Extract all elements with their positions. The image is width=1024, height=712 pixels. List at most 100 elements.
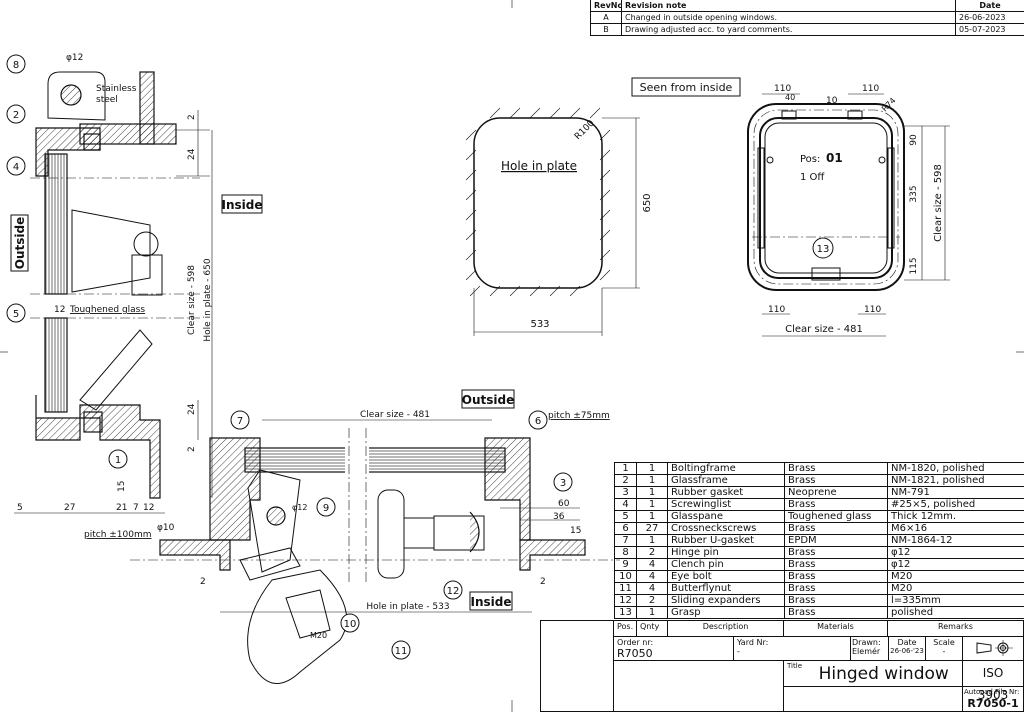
- part-remarks: φ12: [887, 558, 1024, 571]
- part-pos: 10: [614, 570, 637, 583]
- grasp: [811, 267, 841, 281]
- revision-note: Changed in outside opening windows.: [621, 11, 956, 24]
- eye-bolt: [79, 329, 153, 411]
- part-remarks: #25×5, polished: [887, 498, 1024, 511]
- eye-bolt-thread: [285, 589, 331, 639]
- yard-number: -: [737, 647, 740, 656]
- glass-pane: [44, 317, 68, 413]
- part-qty: 4: [636, 582, 668, 595]
- drawing-date: 26-06-'23: [890, 647, 924, 655]
- scale-cell: Scale -: [925, 636, 963, 661]
- part-remarks: M20: [887, 570, 1024, 583]
- part-desc: Sliding expanders: [667, 594, 785, 607]
- balloon-9: 9: [323, 503, 329, 514]
- part-pos: 13: [614, 606, 637, 619]
- seen-from-inside-frame: [631, 77, 741, 97]
- pitch-dim: pitch ±100mm: [84, 530, 152, 540]
- pin-diameter-dim: φ12: [66, 53, 83, 63]
- balloon-7: 7: [237, 416, 243, 427]
- horizontal-section: Outside Clear size - 481 pitch ±75mm φ12…: [130, 389, 620, 684]
- hole-width-dim: Hole in plate - 533: [366, 602, 449, 612]
- stainless-label: Stainless: [96, 84, 137, 94]
- scale-value: -: [942, 647, 946, 656]
- blank-box: [540, 620, 614, 712]
- revision-row: B Drawing adjusted acc. to yard comments…: [590, 23, 1024, 36]
- glass-thickness-dim: 12: [54, 305, 65, 315]
- dim-15: 15: [570, 526, 581, 536]
- dim-36: 36: [553, 512, 565, 522]
- part-desc: Rubber gasket: [667, 486, 785, 499]
- order-cell: Order nr: R7050: [613, 636, 734, 661]
- part-remarks: l=335mm: [887, 594, 1024, 607]
- dim-335: 335: [909, 185, 919, 202]
- dim-10: 10: [826, 96, 838, 106]
- balloon-4: 4: [13, 162, 19, 173]
- butterfly-nut: [247, 569, 348, 684]
- part-material: Brass: [784, 474, 888, 487]
- part-qty: 2: [636, 594, 668, 607]
- part-desc: Boltingframe: [667, 462, 785, 475]
- balloon-12: 12: [447, 586, 460, 597]
- glass-pane: [44, 153, 68, 295]
- part-desc: Clench pin: [667, 558, 785, 571]
- projection-symbol-icon: [976, 640, 1013, 656]
- part-qty: 27: [636, 522, 668, 535]
- blank-box: [783, 686, 963, 712]
- balloon-6: 6: [535, 416, 541, 427]
- remarks-header: Remarks: [887, 620, 1024, 637]
- part-qty: 1: [636, 606, 668, 619]
- hatching: [465, 107, 611, 297]
- revision-id: B: [590, 23, 622, 36]
- drawing-title: Hinged window: [818, 664, 949, 684]
- dim-7: 7: [133, 503, 139, 513]
- part-pos: 7: [614, 534, 637, 547]
- dim-5: 5: [17, 503, 23, 513]
- note-header: Revision note: [621, 0, 956, 12]
- part-pos: 9: [614, 558, 637, 571]
- clear-width-dim: Clear size - 481: [785, 324, 863, 335]
- blank-box: [613, 660, 784, 712]
- part-material: Toughened glass: [784, 510, 888, 523]
- pos-value: 01: [826, 151, 843, 165]
- bolting-frame-section: [79, 123, 177, 145]
- clear-height-dim: Clear size - 598: [187, 265, 197, 335]
- revision-id: A: [590, 11, 622, 24]
- balloon-11: 11: [395, 646, 408, 657]
- part-desc: Crossneckscrews: [667, 522, 785, 535]
- dim-110: 110: [864, 305, 881, 315]
- balloon-1: 1: [115, 455, 121, 466]
- hole-height-dim: 650: [642, 193, 653, 212]
- part-desc: Hinge pin: [667, 546, 785, 559]
- scale-label: Scale: [933, 638, 955, 647]
- part-qty: 1: [636, 510, 668, 523]
- part-pos: 3: [614, 486, 637, 499]
- part-pos: 12: [614, 594, 637, 607]
- glass-pane: [244, 447, 506, 473]
- dim-110: 110: [862, 84, 879, 94]
- part-material: Brass: [784, 462, 888, 475]
- part-pos: 5: [614, 510, 637, 523]
- clear-height-dim: Clear size - 598: [933, 164, 944, 242]
- hole-height-dim: Hole in plate - 650: [203, 258, 213, 341]
- part-qty: 1: [636, 498, 668, 511]
- yard-cell: Yard Nr: -: [733, 636, 851, 661]
- part-qty: 1: [636, 534, 668, 547]
- toughened-glass-label: Toughened glass: [69, 305, 145, 315]
- part-desc: Glasspane: [667, 510, 785, 523]
- title-cell: Title Hinged window: [783, 660, 963, 687]
- part-remarks: NM-791: [887, 486, 1024, 499]
- part-material: Brass: [784, 570, 888, 583]
- dim-2: 2: [200, 577, 206, 587]
- part-pos: 8: [614, 546, 637, 559]
- part-material: Brass: [784, 594, 888, 607]
- drawn-label: Drawn:: [852, 638, 881, 647]
- part-remarks: M20: [887, 582, 1024, 595]
- revision-date: 05-07-2023: [955, 23, 1024, 36]
